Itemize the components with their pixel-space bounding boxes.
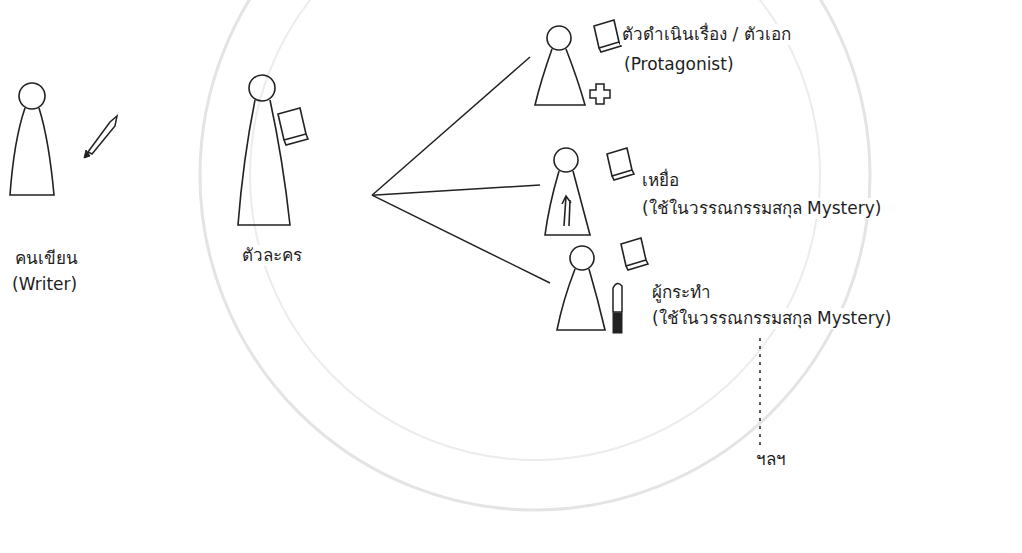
book-symbol: [594, 20, 621, 52]
node-subtitle: (ใช้ในวรรณกรรมสกุล Mystery): [650, 308, 893, 329]
cross-symbol: [590, 84, 610, 104]
figure-head: [554, 148, 578, 172]
connector-line: [372, 185, 540, 195]
node-title: ตัวละคร: [240, 245, 304, 266]
figure-node: คนเขียน (Writer): [5, 80, 130, 300]
pen-nib: [84, 150, 90, 158]
figure-body: [10, 108, 54, 195]
connector-line: [372, 57, 530, 195]
figure-body: [557, 269, 605, 330]
node-title: คนเขียน: [13, 248, 80, 269]
knife-blade: [613, 283, 622, 312]
figure-node: ตัวดำเนินเรื่อง / ตัวเอก (Protagonist): [530, 12, 797, 112]
figure-head: [547, 26, 571, 50]
figure-head: [19, 83, 45, 109]
node-title: ตัวดำเนินเรื่อง / ตัวเอก: [620, 24, 793, 45]
figure-node: ผู้กระทำ (ใช้ในวรรณกรรมสกุล Mystery): [550, 238, 898, 338]
watermark-seal: [250, 0, 820, 460]
node-title: เหยื่อ: [640, 170, 681, 191]
pen-symbol: [88, 116, 117, 154]
figure-node: ฯลฯ: [748, 445, 814, 479]
figure-body: [238, 100, 290, 225]
node-title: ฯลฯ: [754, 449, 788, 470]
figure-head: [249, 75, 275, 101]
figure-body: [535, 49, 585, 105]
book-symbol: [278, 108, 308, 145]
book-symbol: [621, 238, 648, 270]
watermark-seal: [200, 0, 870, 510]
book-symbol: [607, 148, 634, 180]
connector-line: [759, 338, 761, 445]
figure-node: เหยื่อ (ใช้ในวรรณกรรมสกุล Mystery): [540, 140, 888, 240]
node-subtitle: (Protagonist): [622, 54, 736, 75]
knife-handle: [613, 313, 622, 333]
node-subtitle: (Writer): [10, 274, 79, 295]
figure-body: [545, 171, 590, 235]
node-title: ผู้กระทำ: [650, 282, 713, 303]
node-subtitle: (ใช้ในวรรณกรรมสกุล Mystery): [640, 198, 883, 219]
wound-symbol: [562, 196, 571, 226]
figure-node: ตัวละคร: [232, 65, 372, 275]
connector-line: [372, 195, 550, 283]
figure-head: [570, 246, 594, 270]
